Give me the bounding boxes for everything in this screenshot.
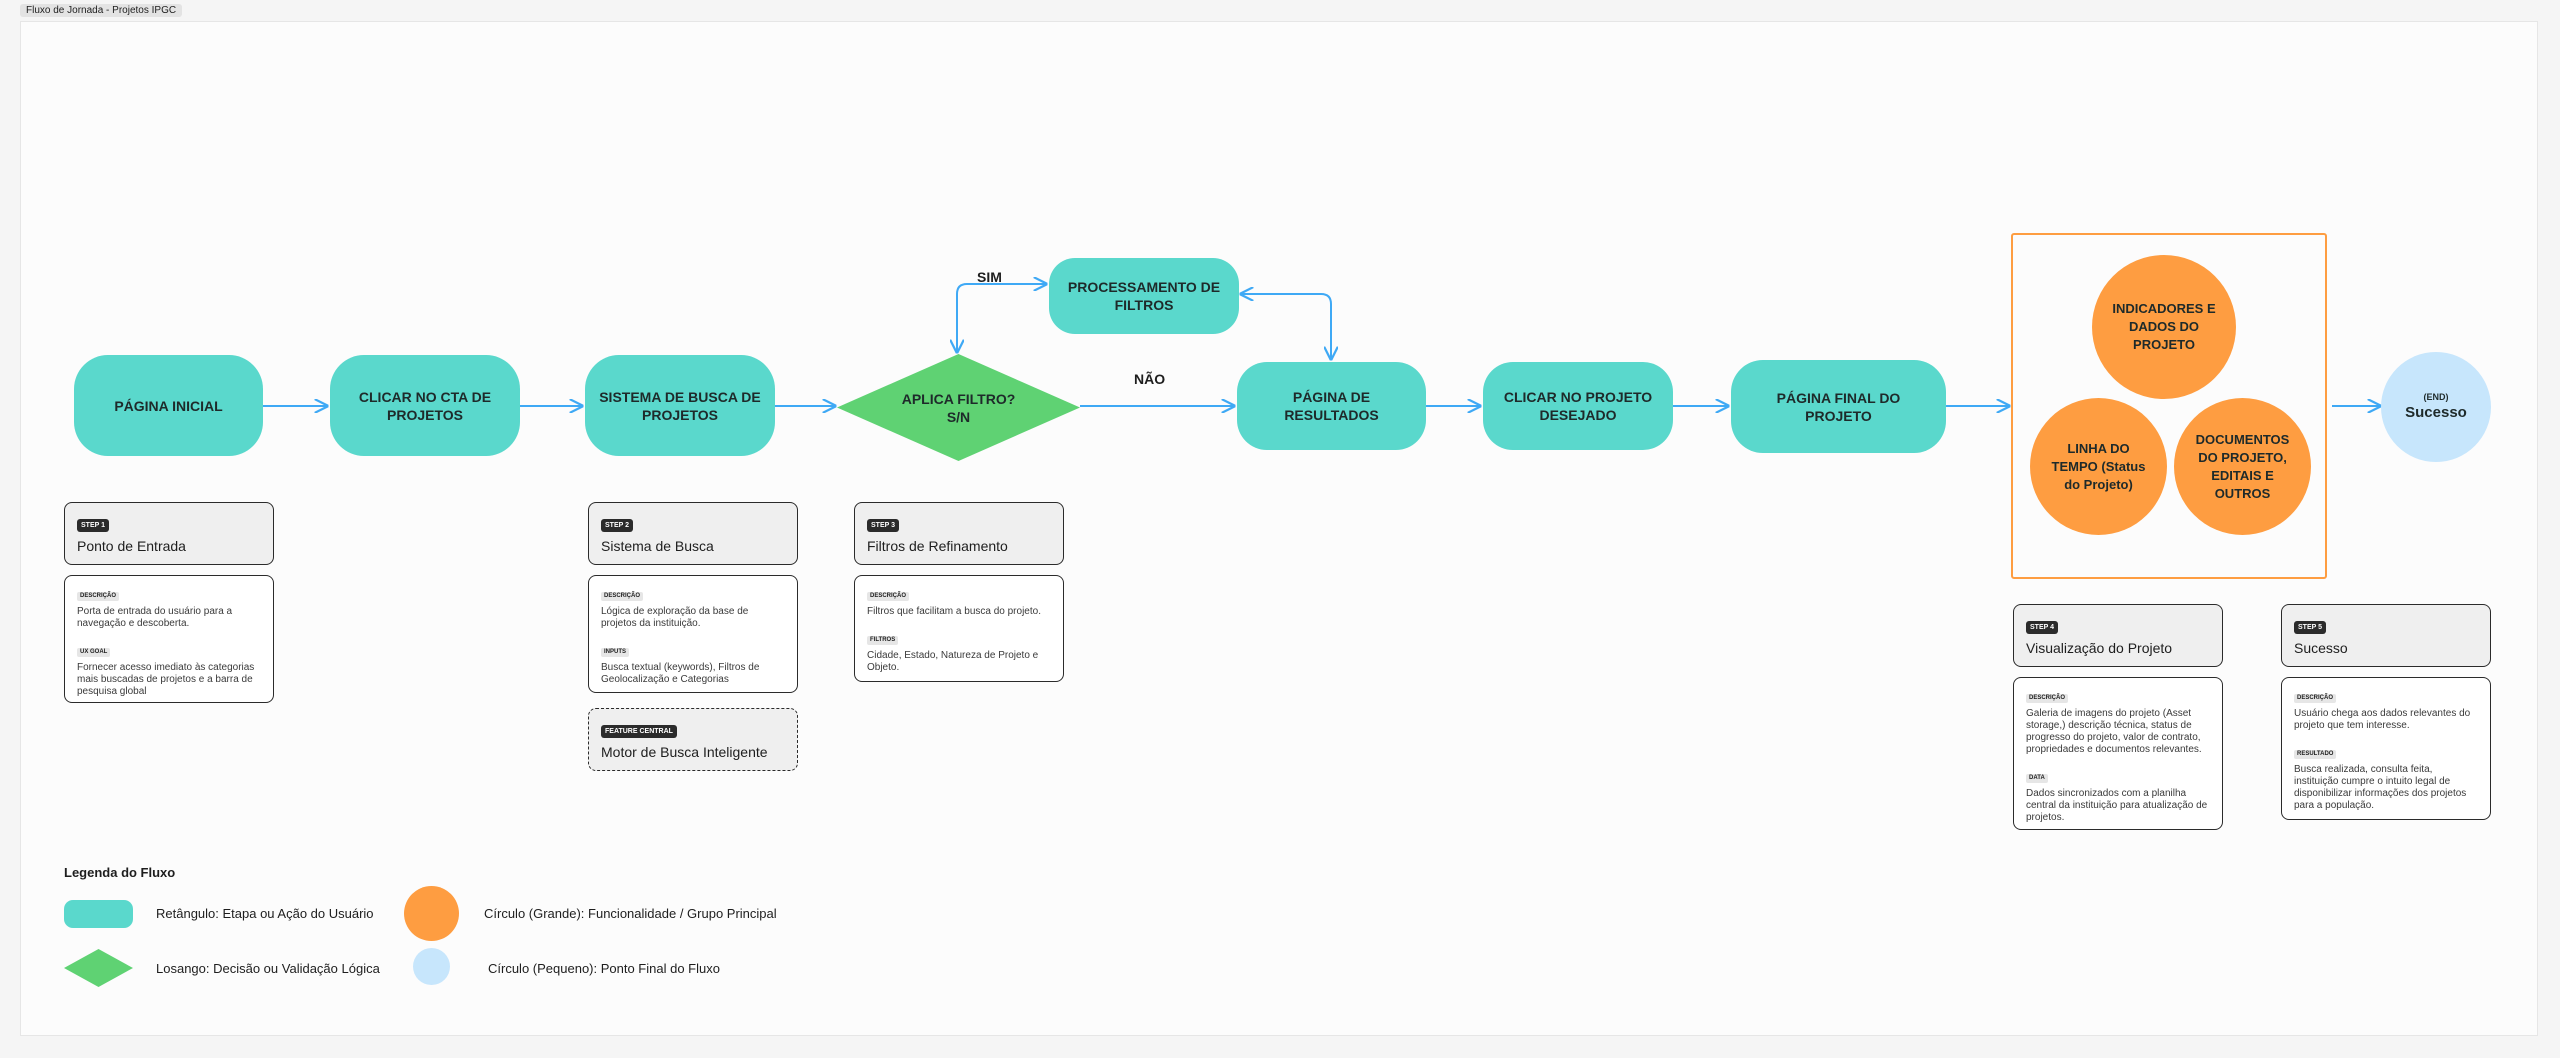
decision-options: S/N — [946, 408, 971, 425]
node-clicar-projeto[interactable]: CLICAR NO PROJETO DESEJADO — [1483, 362, 1673, 450]
step4-desc-card: DESCRIÇÃO Galeria de imagens do projeto … — [2013, 677, 2223, 830]
feature-group-frame — [2011, 233, 2327, 579]
decision-label: APLICA FILTRO? S/N — [835, 352, 1082, 463]
step5-card: STEP 5 Sucesso — [2281, 604, 2491, 667]
node-pagina-final[interactable]: PÁGINA FINAL DO PROJETO — [1731, 360, 1946, 453]
circle-indicadores[interactable]: INDICADORES E DADOS DO PROJETO — [2092, 255, 2236, 399]
step5-text-b: Busca realizada, consulta feita, institu… — [2294, 764, 2467, 811]
step1-title: Ponto de Entrada — [77, 538, 186, 554]
legend-small-circle-swatch — [413, 948, 450, 985]
step1-label-a: DESCRIÇÃO — [77, 592, 120, 601]
step1-label-b: UX GOAL — [77, 648, 111, 657]
step5-title: Sucesso — [2294, 640, 2348, 656]
legend-big-circle-label: Círculo (Grande): Funcionalidade / Grupo… — [484, 906, 777, 921]
step4-text-b: Dados sincronizados com a planilha centr… — [2026, 788, 2208, 823]
step3-desc-card: DESCRIÇÃO Filtros que facilitam a busca … — [854, 575, 1064, 682]
step5-text-a: Usuário chega aos dados relevantes do pr… — [2294, 708, 2471, 731]
step2-badge: STEP 2 — [601, 519, 633, 532]
edge-label-nao: NÃO — [1134, 371, 1166, 387]
step5-label-a: DESCRIÇÃO — [2294, 694, 2337, 703]
canvas: PÁGINA INICIAL CLICAR NO CTA DE PROJETOS… — [20, 21, 2538, 1036]
end-tag: (END) — [2423, 392, 2449, 402]
step3-label-a: DESCRIÇÃO — [867, 592, 910, 601]
legend-big-circle-swatch — [404, 886, 459, 941]
node-processamento[interactable]: PROCESSAMENTO DE FILTROS — [1049, 258, 1239, 334]
arrow-processamento-resultados — [1241, 294, 1331, 359]
step4-badge: STEP 4 — [2026, 621, 2058, 634]
step1-card: STEP 1 Ponto de Entrada — [64, 502, 274, 565]
step2-title: Sistema de Busca — [601, 538, 714, 554]
step3-label-b: FILTROS — [867, 636, 899, 645]
circle-documentos[interactable]: DOCUMENTOS DO PROJETO, EDITAIS E OUTROS — [2174, 398, 2311, 535]
step1-badge: STEP 1 — [77, 519, 109, 532]
step2-label-b: INPUTS — [601, 648, 630, 657]
step2-text-b: Busca textual (keywords), Filtros de Geo… — [601, 662, 760, 685]
step4-card: STEP 4 Visualização do Projeto — [2013, 604, 2223, 667]
step4-label-a: DESCRIÇÃO — [2026, 694, 2069, 703]
step5-badge: STEP 5 — [2294, 621, 2326, 634]
feature-card: FEATURE CENTRAL Motor de Busca Inteligen… — [588, 708, 798, 771]
feature-badge: FEATURE CENTRAL — [601, 725, 677, 738]
step5-label-b: RESULTADO — [2294, 750, 2337, 759]
legend-rect-swatch — [64, 900, 133, 928]
node-resultados[interactable]: PÁGINA DE RESULTADOS — [1237, 362, 1426, 450]
step3-badge: STEP 3 — [867, 519, 899, 532]
step2-label-a: DESCRIÇÃO — [601, 592, 644, 601]
step3-title: Filtros de Refinamento — [867, 538, 1008, 554]
node-clicar-cta[interactable]: CLICAR NO CTA DE PROJETOS — [330, 355, 520, 456]
node-sistema-busca[interactable]: SISTEMA DE BUSCA DE PROJETOS — [585, 355, 775, 456]
decision-diamond[interactable] — [835, 352, 1082, 463]
step3-card: STEP 3 Filtros de Refinamento — [854, 502, 1064, 565]
end-label: Sucesso — [2405, 404, 2467, 421]
connectors — [263, 22, 2539, 1037]
legend-diamond-swatch — [64, 949, 133, 987]
step3-text-b: Cidade, Estado, Natureza de Projeto e Ob… — [867, 650, 1039, 673]
step1-text-b: Fornecer acesso imediato às categorias m… — [77, 662, 255, 697]
legend-diamond-label: Losango: Decisão ou Validação Lógica — [156, 961, 380, 976]
step2-text-a: Lógica de exploração da base de projetos… — [601, 606, 749, 629]
node-end-sucesso[interactable]: (END) Sucesso — [2381, 352, 2491, 462]
step5-desc-card: DESCRIÇÃO Usuário chega aos dados releva… — [2281, 677, 2491, 820]
legend-title: Legenda do Fluxo — [64, 865, 176, 880]
node-pagina-inicial[interactable]: PÁGINA INICIAL — [74, 355, 263, 456]
feature-title: Motor de Busca Inteligente — [601, 744, 768, 760]
legend-small-circle-label: Círculo (Pequeno): Ponto Final do Fluxo — [488, 961, 720, 976]
step4-title: Visualização do Projeto — [2026, 640, 2173, 656]
frame-title[interactable]: Fluxo de Jornada - Projetos IPGC — [20, 4, 183, 17]
arrow-sim-processamento — [957, 284, 1046, 352]
circle-linha-tempo[interactable]: LINHA DO TEMPO (Status do Projeto) — [2030, 398, 2167, 535]
legend-rect-label: Retângulo: Etapa ou Ação do Usuário — [156, 906, 374, 921]
edge-label-sim: SIM — [977, 269, 1002, 285]
step2-card: STEP 2 Sistema de Busca — [588, 502, 798, 565]
decision-question: APLICA FILTRO? — [901, 390, 1016, 407]
step2-desc-card: DESCRIÇÃO Lógica de exploração da base d… — [588, 575, 798, 693]
step4-text-a: Galeria de imagens do projeto (Asset sto… — [2026, 708, 2202, 755]
step3-text-a: Filtros que facilitam a busca do projeto… — [867, 606, 1041, 617]
step1-desc-card: DESCRIÇÃO Porta de entrada do usuário pa… — [64, 575, 274, 703]
step1-text-a: Porta de entrada do usuário para a naveg… — [77, 606, 233, 629]
step4-label-b: DATA — [2026, 774, 2048, 783]
